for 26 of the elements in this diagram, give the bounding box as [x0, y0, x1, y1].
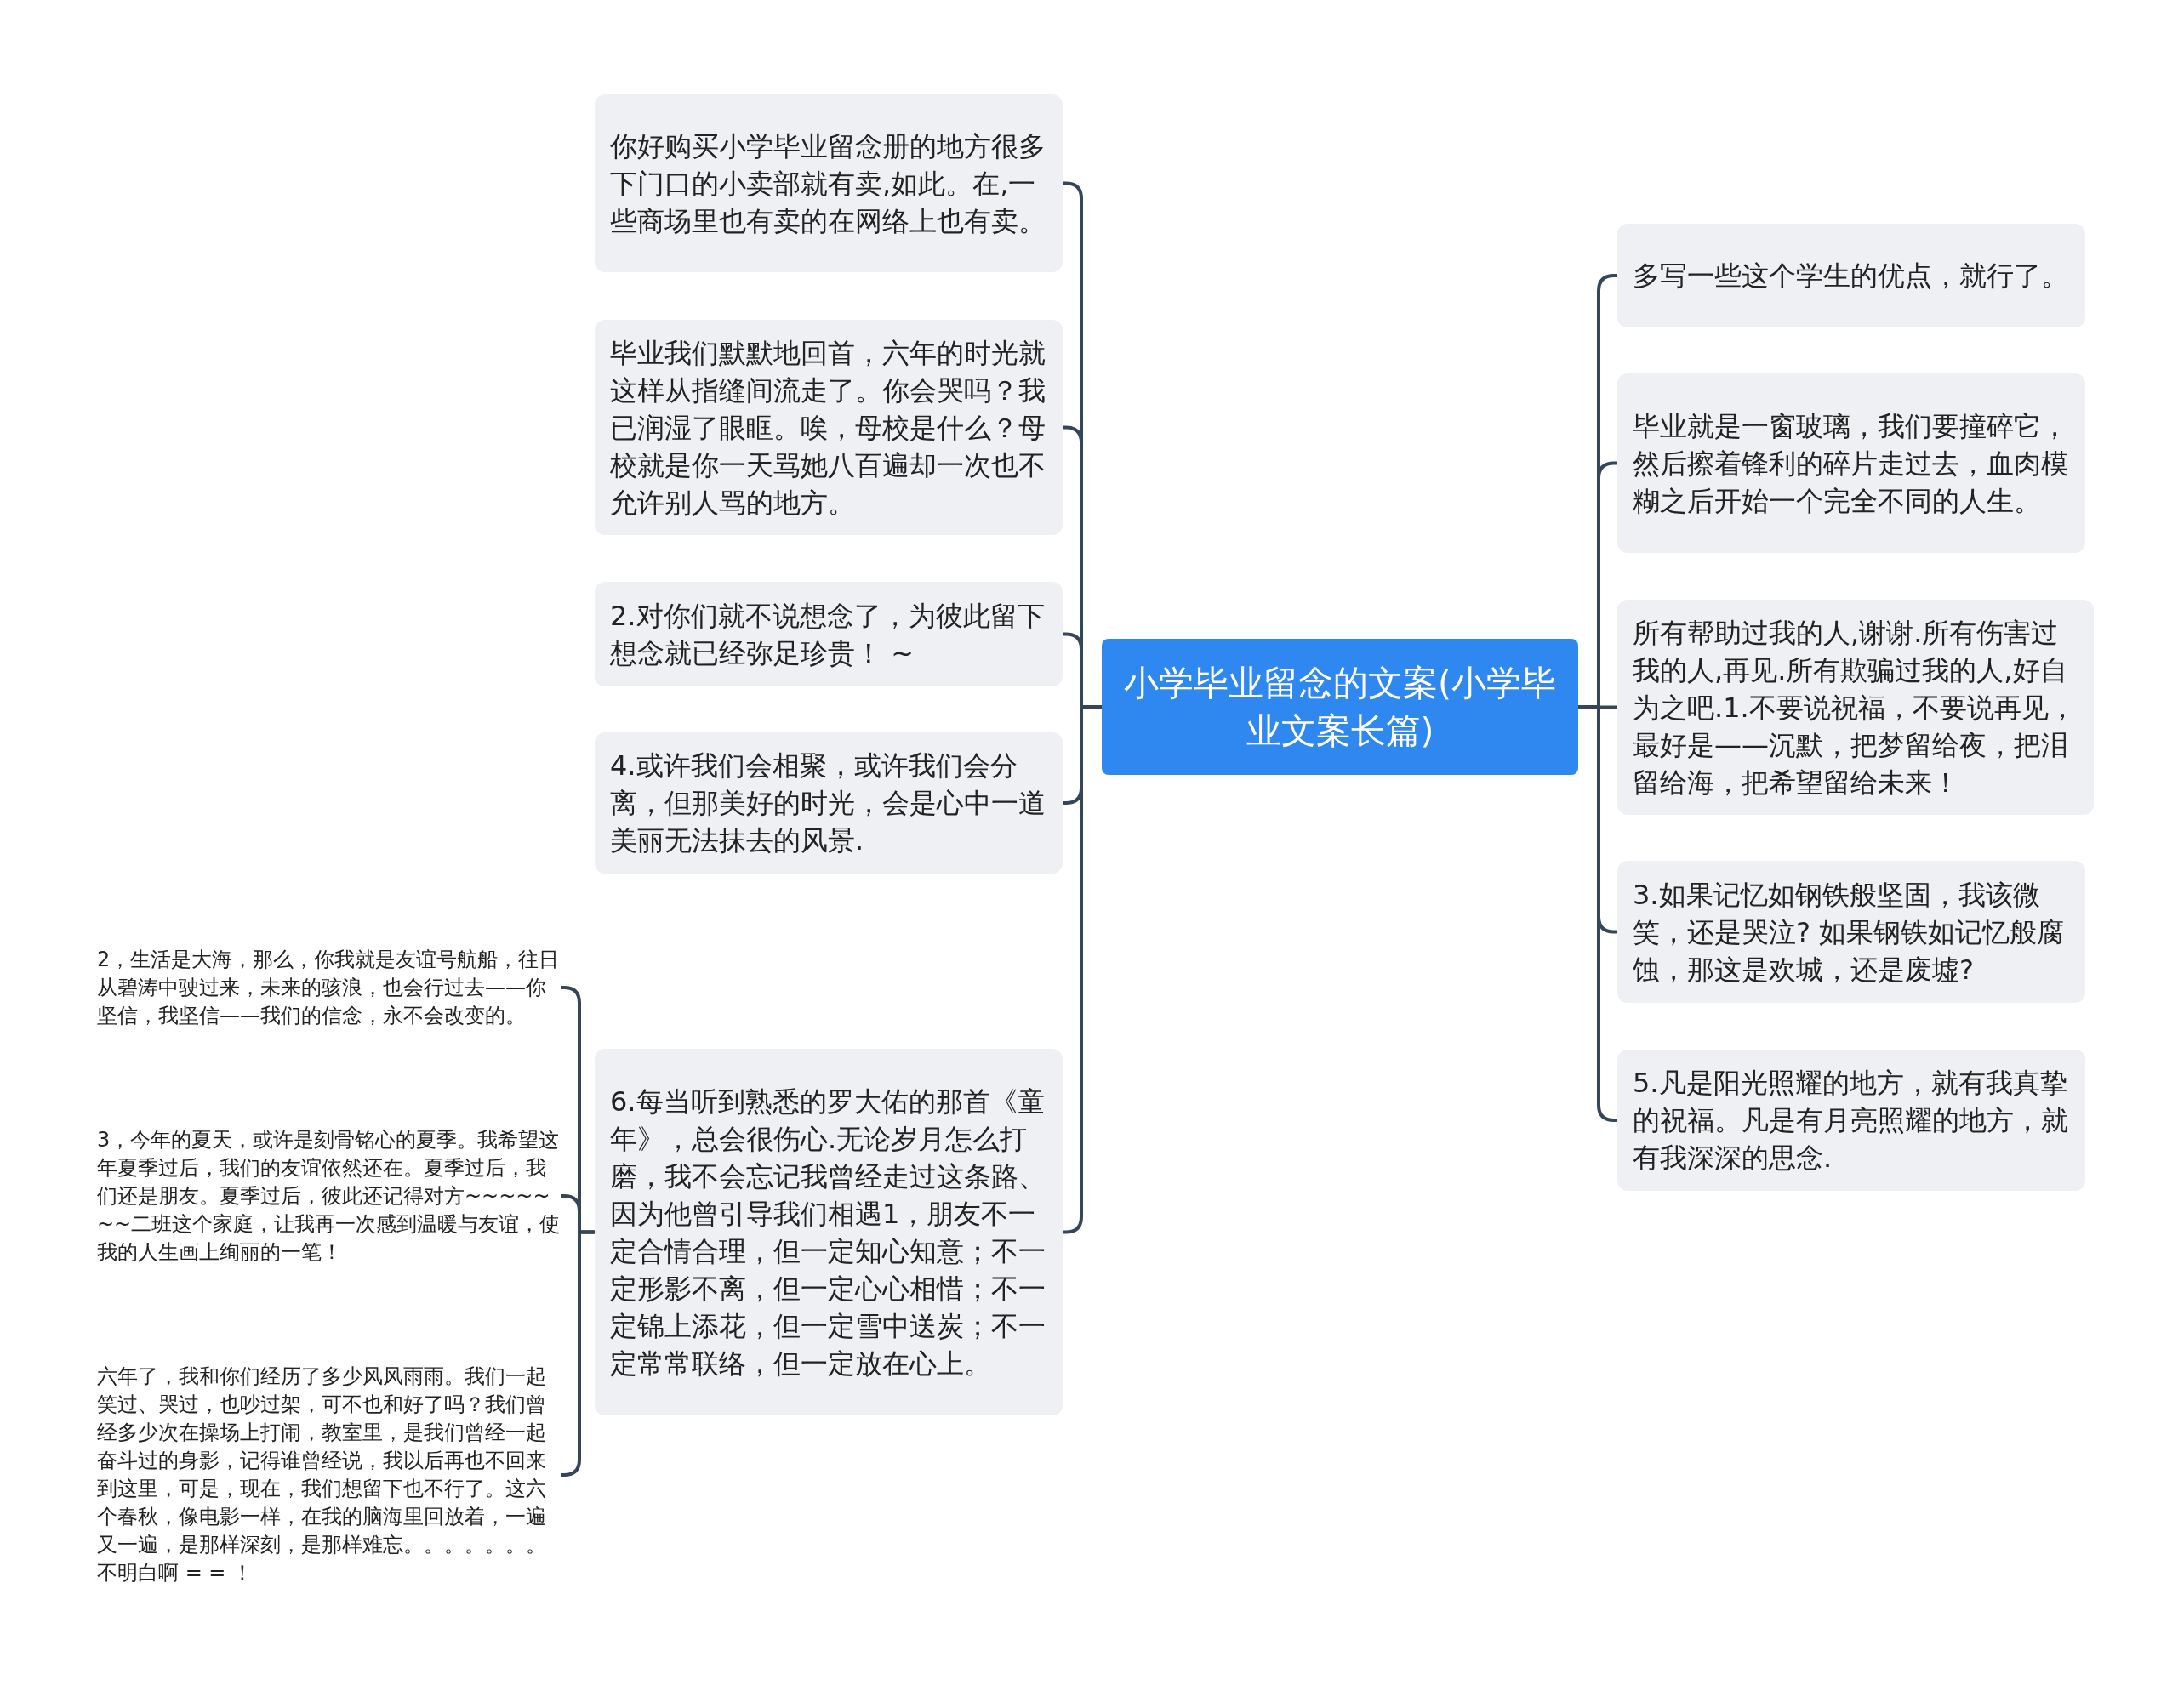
topic-text: 4.或许我们会相聚，或许我们会分离，但那美好的时光，会是心中一道美丽无法抹去的风景. [610, 749, 1046, 858]
central-topic-box [1102, 639, 1578, 775]
topic-box [595, 94, 1063, 272]
topic-box [1617, 600, 2094, 815]
topic-text: 你好购买小学毕业留念册的地方很多下门口的小卖部就有卖,如此。在,一些商场里也有卖的在网络上也有卖。 [610, 128, 1046, 239]
topic-text: 5.凡是阳光照耀的地方，就有我真挚的祝福。凡是有月亮照耀的地方，就有我深深的思念. [1633, 1066, 2069, 1176]
topic-box [595, 1049, 1063, 1415]
topic-text: 6.每当听到熟悉的罗大佑的那首《童年》，总会很伤心.无论岁月怎么打磨，我不会忘记我曾经走过这条路、因为他曾引导我们相遇1，朋友不一定合情合理，但一定知心知意；不一定形影不离，但一定心心相惜；不一定锦上添花，但一定雪中送炭；不一定常常联络，但一定放在心上。 [610, 1084, 1046, 1381]
topic-text: 3.如果记忆如钢铁般坚固，我该微笑，还是哭泣? 如果钢铁如记忆般腐蚀，那这是欢城，还是废墟? [1633, 877, 2066, 988]
topic-box [1617, 1050, 2085, 1191]
topic-box [1617, 861, 2085, 1003]
topic-box [1617, 224, 2085, 327]
topic-text: 3，今年的夏天，或许是刻骨铭心的夏季。我希望这年夏季过后，我们的友谊依然还在。夏季过后，我们还是朋友。夏季过后，彼此还记得对方~~~~~~~二班这个家庭，让我再一次感到温暖与友谊，使我的人生画上绚丽的一笔！ [97, 1126, 561, 1266]
topic-box [1617, 373, 2085, 553]
connector-line [1578, 705, 1618, 1122]
topic-text: 毕业我们默默地回首，六年的时光就这样从指缝间流走了。你会哭吗？我已润湿了眼眶。唉，母校是什么？母校就是你一天骂她八百遍却一次也不允许别人骂的地方。 [610, 335, 1046, 521]
topic-text: 多写一些这个学生的优点，就行了。 [1633, 259, 2068, 293]
topic-text: 2.对你们就不说想念了，为彼此留下想念就已经弥足珍贵！ ~ [610, 598, 1046, 671]
topic-box [595, 320, 1063, 535]
central-topic-text: 小学毕业留念的文案(小学毕业文案长篇) [1123, 662, 1557, 753]
topic-text: 所有帮助过我的人,谢谢.所有伤害过我的人,再见.所有欺骗过我的人,好自为之吧.1.不要说祝福，不要说再见，最好是——沉默，把梦留给夜，把泪留给海，把希望留给未来！ [1633, 615, 2077, 800]
topic-box [595, 582, 1063, 686]
topic-text: 毕业就是一窗玻璃，我们要撞碎它，然后擦着锋利的碎片走过去，血肉模糊之后开始一个完全不同的人生。 [1633, 408, 2069, 519]
topic-text: 六年了，我和你们经历了多少风风雨雨。我们一起笑过、哭过，也吵过架，可不也和好了吗？我们曾经多少次在操场上打闹，教室里，是我们曾经一起奋斗过的身影，记得谁曾经说，我以后再也不回来到这里，可是，现在，我们想留下也不行了。这六个春秋，像电影一样，在我的脑海里回放着，一遍又一遍，是那样深刻，是那样难忘。。。。。。。不明白啊 = = ！ [97, 1364, 547, 1586]
topic-text: 2，生活是大海，那么，你我就是友谊号航船，往日从碧涛中驶过来，未来的骇浪，也会行过去——你坚信，我坚信——我们的信念，永不会改变的。 [97, 946, 561, 1029]
topic-box [595, 732, 1063, 874]
